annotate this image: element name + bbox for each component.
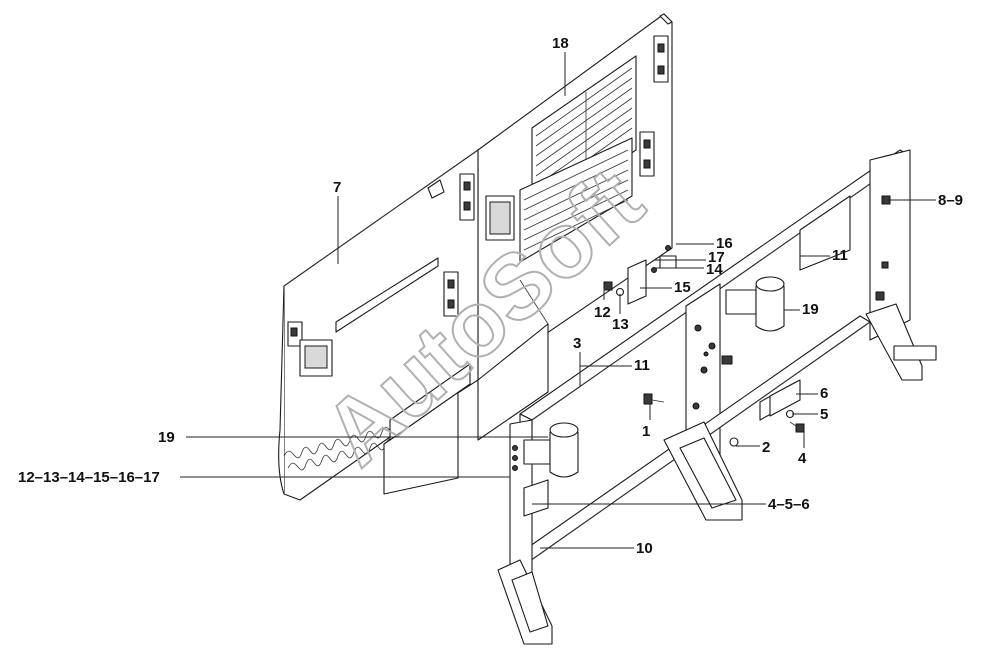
callout-4-5-6: 4–5–6 <box>768 496 810 513</box>
callout-19-right: 19 <box>802 301 819 318</box>
callout-14: 14 <box>706 261 723 278</box>
callout-18: 18 <box>552 35 569 52</box>
callout-6: 6 <box>820 385 828 402</box>
callout-11-right: 11 <box>832 247 848 264</box>
callout-7: 7 <box>333 179 341 196</box>
side-panel-7 <box>278 149 479 501</box>
callout-12-to-17: 12–13–14–15–16–17 <box>18 469 160 486</box>
callout-1: 1 <box>642 423 650 440</box>
bolt-1 <box>643 393 665 405</box>
callout-5: 5 <box>820 406 828 423</box>
callout-3: 3 <box>573 335 581 352</box>
callout-11-left: 11 <box>634 357 650 374</box>
callout-15: 15 <box>674 279 691 296</box>
plate-6 <box>769 379 801 417</box>
callout-16: 16 <box>716 235 733 252</box>
callout-17: 17 <box>708 249 725 266</box>
callout-10: 10 <box>636 540 653 557</box>
callout-19-left: 19 <box>158 429 175 446</box>
frame-3 <box>497 149 937 645</box>
callout-12: 12 <box>594 304 611 321</box>
base-shell <box>477 279 549 441</box>
leader-lines <box>180 52 936 549</box>
hinge-set-14-15 <box>603 245 677 305</box>
lower-louvre-grille <box>519 137 633 263</box>
callout-labels: 18 7 16 17 14 15 12 13 8–9 11 19 3 11 6 … <box>18 35 963 557</box>
washer-2 <box>729 437 739 447</box>
callout-2: 2 <box>762 439 770 456</box>
callout-13: 13 <box>612 316 629 333</box>
rear-panel-18 <box>477 13 673 381</box>
cup-holder-19-right <box>725 276 785 332</box>
bolt-4 <box>789 421 805 433</box>
callout-8-9: 8–9 <box>938 192 963 209</box>
callout-4: 4 <box>798 450 807 467</box>
cup-holder-19-left <box>523 422 579 478</box>
bracket-12-13-14 <box>703 351 733 365</box>
